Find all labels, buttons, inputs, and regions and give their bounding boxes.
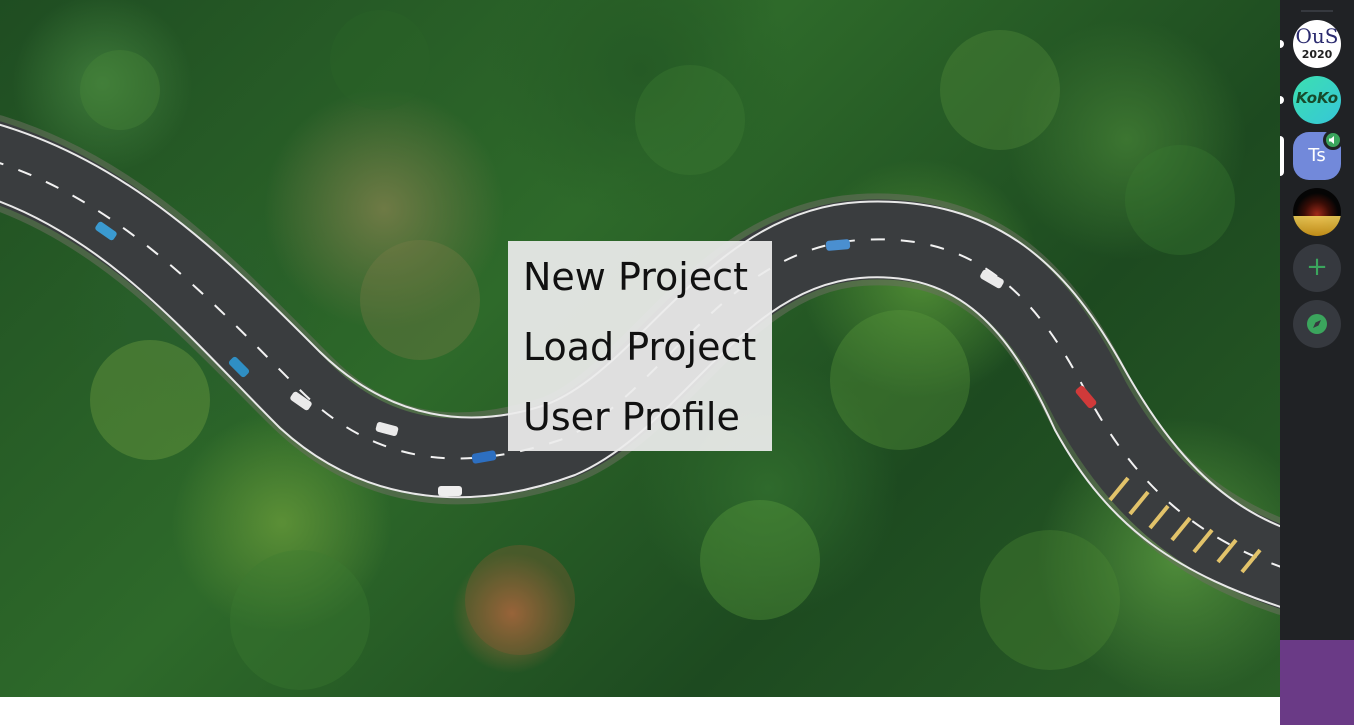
rail-divider: [1301, 10, 1333, 12]
rail-bottom-panel: [1280, 640, 1354, 725]
road-stripes: [1108, 476, 1262, 574]
cars: [95, 221, 1097, 496]
speaker-icon: [1323, 130, 1343, 150]
new-project-button[interactable]: New Project: [523, 255, 748, 299]
explore-servers-button[interactable]: [1293, 300, 1341, 348]
server-ts-label: Ts: [1308, 145, 1326, 166]
add-server-button[interactable]: +: [1293, 244, 1341, 292]
server-koko[interactable]: KoKo: [1293, 76, 1341, 124]
user-profile-button[interactable]: User Profile: [523, 395, 740, 439]
server-dark-avatar[interactable]: [1293, 188, 1341, 236]
server-dark-avatar-art: [1293, 216, 1341, 236]
selected-indicator: [1280, 136, 1284, 176]
tree-canopy-texture: [80, 10, 1235, 690]
load-project-button[interactable]: Load Project: [523, 325, 757, 369]
unread-indicator: [1280, 40, 1284, 48]
server-os-2020-year: 2020: [1301, 48, 1333, 61]
server-koko-logo-text: KoKo: [1295, 89, 1339, 107]
compass-icon: [1307, 314, 1327, 334]
server-os-2020[interactable]: OuS 2020: [1293, 20, 1341, 68]
server-os-2020-logo-text: OuS: [1295, 24, 1339, 48]
unread-indicator: [1280, 96, 1284, 104]
main-menu: New Project Load Project User Profile: [508, 241, 772, 451]
plus-icon: +: [1306, 252, 1328, 282]
